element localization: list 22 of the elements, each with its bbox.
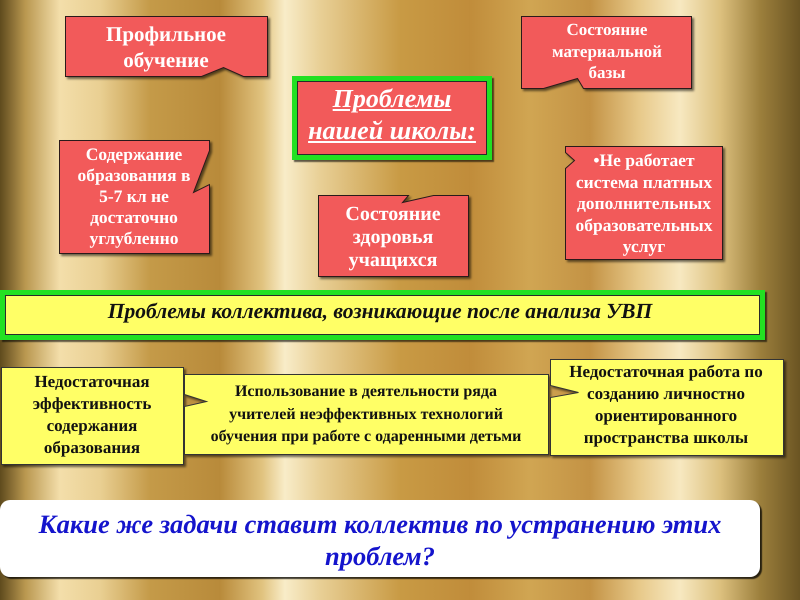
callout-box xyxy=(318,195,469,277)
callout-box xyxy=(65,16,268,78)
callout-text: Состояние здоровья учащихся xyxy=(345,203,441,271)
callout-box xyxy=(521,16,692,89)
question-text: Какие же задачи ставит коллектив по устранению этих проблем? xyxy=(38,509,722,571)
callout-box xyxy=(565,146,723,260)
callout-box xyxy=(59,140,210,254)
callout-text: Использование в деятельности ряда учителей неэффективных технологий обучения при работе с одаренными детьми xyxy=(210,383,522,445)
callout-box xyxy=(1,367,184,465)
callout-box xyxy=(184,374,549,455)
callout-text: Состояние материальной базы xyxy=(552,20,662,82)
callout-box xyxy=(550,359,784,456)
heading-text: Проблемы нашей школы: xyxy=(308,84,476,145)
callout-text: Профильное обучение xyxy=(106,22,226,72)
question-box xyxy=(0,500,760,577)
heading-box xyxy=(292,76,492,160)
callout-text: •Не работает система платных дополнительных образовательных услуг xyxy=(576,150,712,256)
callout-text: Содержание образования в 5-7 кл не достаточно углубленно xyxy=(78,144,190,248)
callout-text: Недостаточная эффективность содержания образования xyxy=(32,372,152,457)
callout-text: Недостаточная работа по созданию личностно ориентированного пространства школы xyxy=(569,362,763,447)
banner-box xyxy=(0,290,765,340)
banner-text: Проблемы коллектива, возникающие после анализа УВП xyxy=(108,299,652,323)
